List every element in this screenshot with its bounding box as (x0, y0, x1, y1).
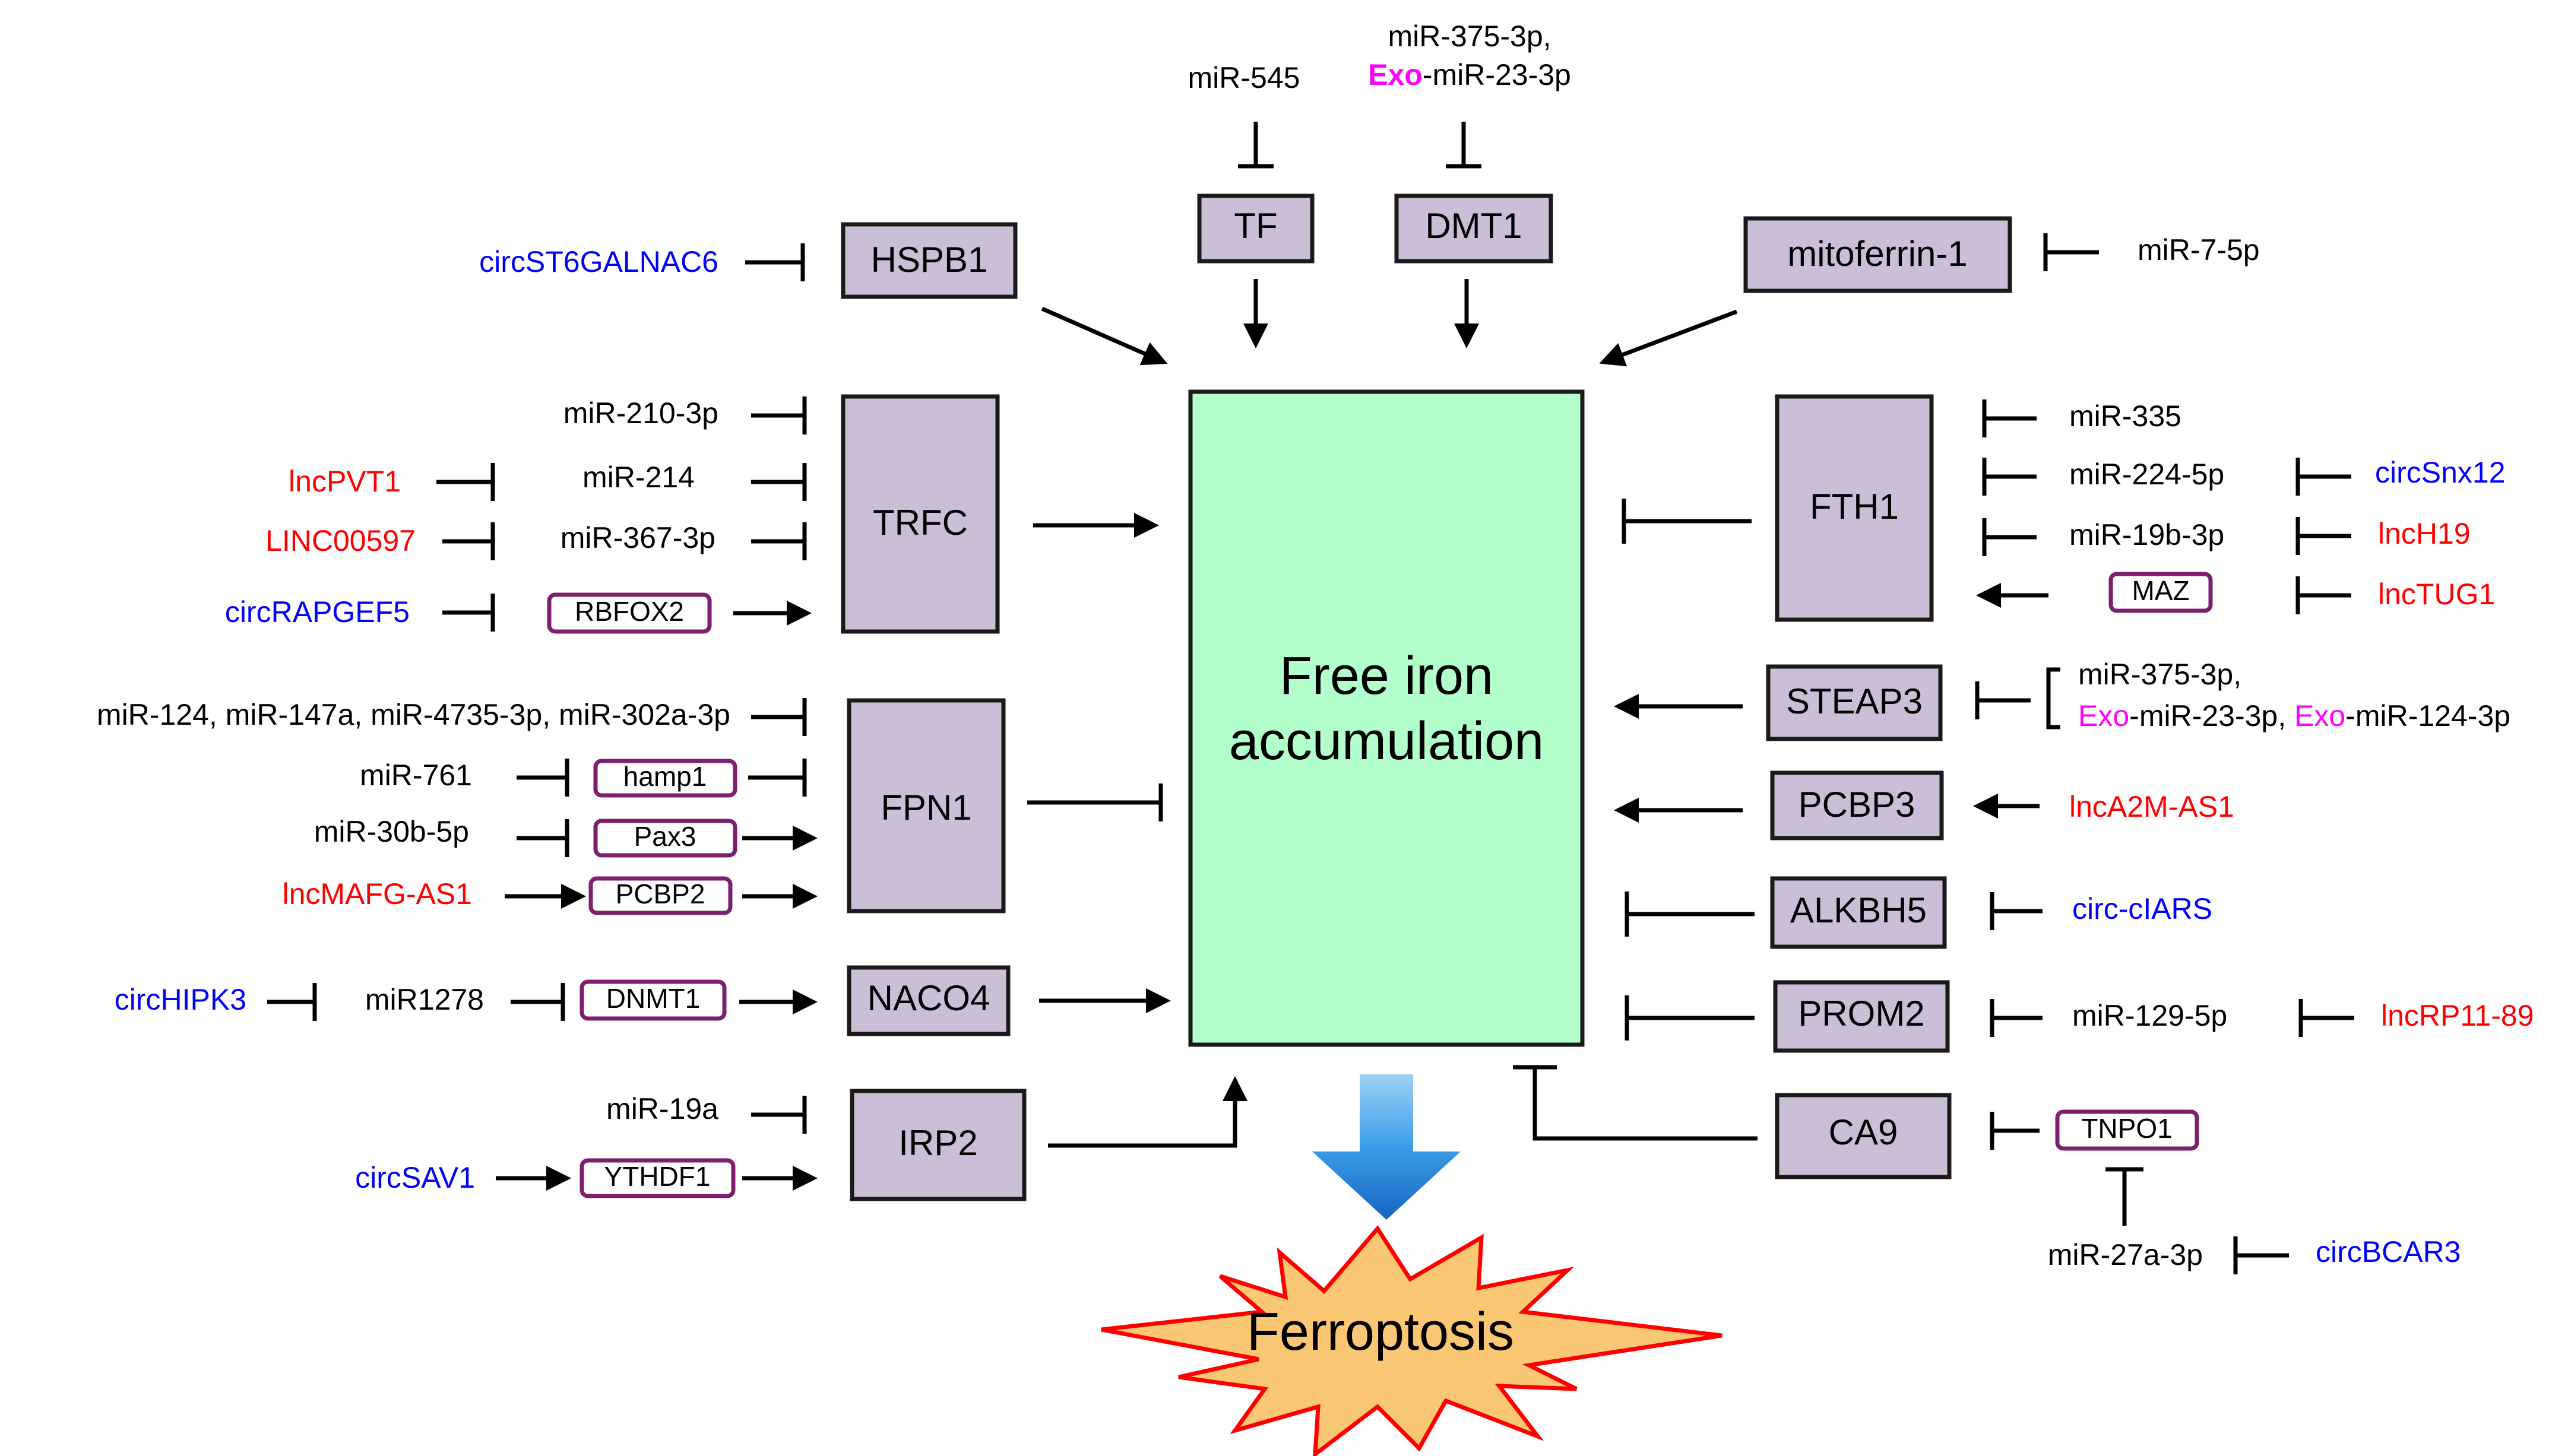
pcbp2-box (588, 876, 733, 915)
steap3-label: STEAP3 (1786, 681, 1923, 721)
prom2-label: PROM2 (1798, 994, 1924, 1033)
tf-box (1197, 194, 1315, 264)
ferroptosis-burst (1101, 1225, 1722, 1456)
circsnx12-label: circSnx12 (2375, 456, 2506, 489)
mir210-3p-label: miR-210-3p (563, 396, 718, 430)
mir545-label: miR-545 (1188, 61, 1300, 94)
lnch19-label: lncH19 (2378, 517, 2471, 550)
mir761-label: miR-761 (360, 759, 472, 792)
tnpo1-box (2055, 1109, 2199, 1151)
fth1-label: FTH1 (1810, 487, 1899, 526)
trfc-label: TRFC (873, 503, 968, 543)
fpn1-box (847, 698, 1006, 913)
irp2-label: IRP2 (898, 1123, 977, 1163)
circsav1-label: circSAV1 (355, 1161, 475, 1194)
mir30b-5p-label: miR-30b-5p (314, 815, 469, 848)
circhipk3-label: circHIPK3 (115, 983, 246, 1016)
core-label-line2: accumulation (1229, 712, 1544, 771)
dmt1-mir-line2: Exo-miR-23-3p (1368, 58, 1571, 91)
hamp1-box (593, 759, 737, 798)
trfc-box (841, 394, 1000, 634)
maz-label: MAZ (2132, 575, 2189, 606)
core-label-line1: Free iron (1280, 646, 1493, 706)
dnmt1-box (580, 979, 727, 1021)
circ-ciars-label: circ-cIARS (2072, 892, 2212, 925)
mitoferrin-1-box (1743, 216, 2012, 293)
mir7-5p-label: miR-7-5p (2138, 233, 2260, 267)
alkbh5-label: ALKBH5 (1790, 890, 1927, 930)
maz-box (2108, 572, 2213, 613)
hspb1-box (841, 222, 1018, 299)
hspb1-label: HSPB1 (871, 240, 988, 280)
irp2-box (850, 1089, 1027, 1201)
steap3-mir-line2: Exo-miR-23-3p, Exo-miR-124-3p (2078, 699, 2510, 732)
mir27a-3p-label: miR-27a-3p (2048, 1238, 2203, 1271)
ythdf1-label: YTHDF1 (604, 1161, 711, 1192)
circrapgef5-label: circRAPGEF5 (225, 595, 410, 629)
mir224-5p-label: miR-224-5p (2069, 458, 2224, 491)
rbfox2-box (547, 592, 712, 634)
circst6galnac6-label: circST6GALNAC6 (479, 245, 718, 278)
dmt1-label: DMT1 (1425, 206, 1522, 246)
tf-label: TF (1234, 206, 1277, 246)
tnpo1-label: TNPO1 (2081, 1113, 2172, 1144)
pcbp3-box (1770, 770, 1944, 840)
steap3-box (1766, 664, 1943, 741)
linc00597-label: LINC00597 (265, 524, 416, 557)
mir367-3p-label: miR-367-3p (561, 521, 715, 554)
fpn1-label: FPN1 (881, 788, 971, 827)
ca9-box (1775, 1093, 1952, 1179)
down-arrow-icon (1312, 1074, 1461, 1220)
hamp1-label: hamp1 (623, 761, 707, 792)
mitoferrin-1-label: mitoferrin-1 (1787, 234, 1967, 274)
pcbp3-label: PCBP3 (1798, 785, 1915, 824)
ythdf1-box (580, 1158, 736, 1198)
mir214-label: miR-214 (582, 461, 695, 494)
fth1-box (1775, 394, 1934, 622)
free-iron-accumulation-box (1188, 389, 1585, 1047)
naco4-label: NACO4 (867, 978, 990, 1018)
pcbp2-label: PCBP2 (616, 878, 705, 909)
lncpvt1-label: lncPVT1 (289, 465, 401, 498)
mir335-label: miR-335 (2069, 399, 2181, 433)
pax3-label: Pax3 (634, 821, 696, 852)
dnmt1-label: DNMT1 (606, 983, 700, 1014)
fpn1-mir-list-label: miR-124, miR-147a, miR-4735-3p, miR-302a… (97, 698, 730, 731)
lnctug1-label: lncTUG1 (2378, 578, 2495, 611)
mir1278-label: miR1278 (365, 983, 484, 1016)
circbcar3-label: circBCAR3 (2316, 1235, 2461, 1268)
naco4-box (847, 965, 1011, 1036)
mir19b-3p-label: miR-19b-3p (2069, 518, 2224, 551)
lncrp11-89-label: lncRP11-89 (2381, 999, 2534, 1032)
pax3-box (593, 819, 737, 858)
dmt1-box (1394, 194, 1553, 264)
lnca2m-as1-label: lncA2M-AS1 (2069, 790, 2234, 823)
steap3-mir-line1: miR-375-3p, (2078, 658, 2241, 691)
rbfox2-label: RBFOX2 (575, 596, 684, 627)
alkbh5-box (1770, 876, 1947, 949)
mir19a-label: miR-19a (606, 1092, 718, 1125)
mir129-5p-label: miR-129-5p (2072, 999, 2227, 1032)
ferroptosis-label: Ferroptosis (1247, 1302, 1514, 1362)
lncmafg-as1-label: lncMAFG-AS1 (282, 877, 472, 911)
dmt1-mir-line1: miR-375-3p, (1388, 20, 1551, 53)
prom2-box (1773, 980, 1950, 1053)
ca9-label: CA9 (1829, 1112, 1898, 1152)
